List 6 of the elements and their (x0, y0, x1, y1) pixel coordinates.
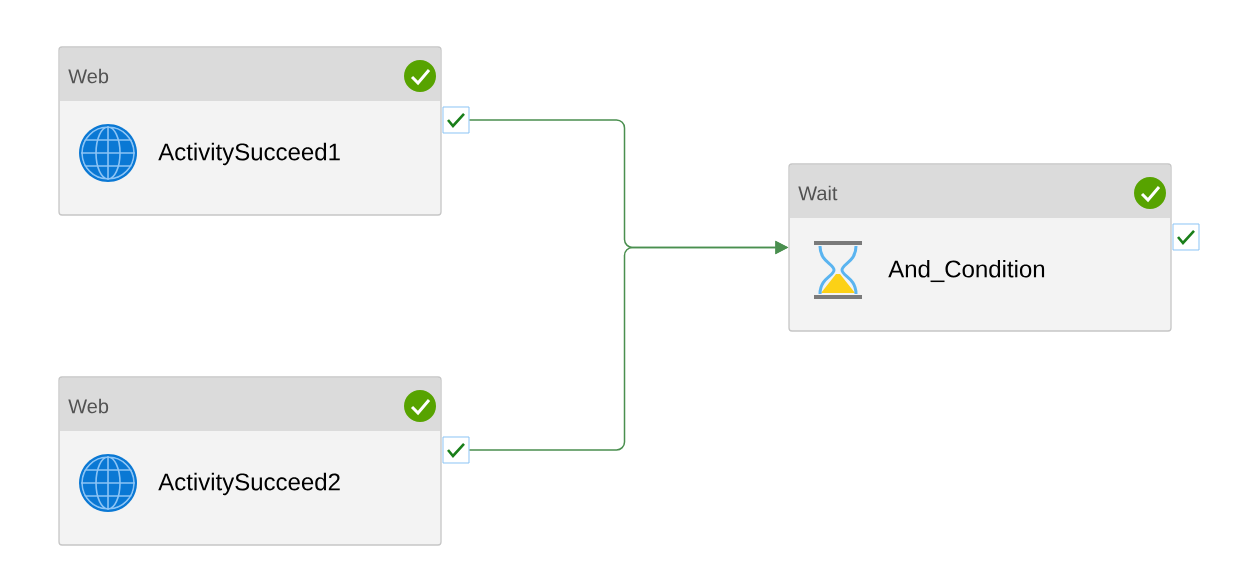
success-port (442, 436, 470, 464)
activity-box: Wait And_Condition (788, 163, 1172, 332)
success-port (442, 106, 470, 134)
activity-box: Web ActivitySucceed2 (58, 376, 442, 546)
activity-box: Web ActivitySucceed1 (58, 46, 442, 216)
success-port (1172, 223, 1200, 251)
